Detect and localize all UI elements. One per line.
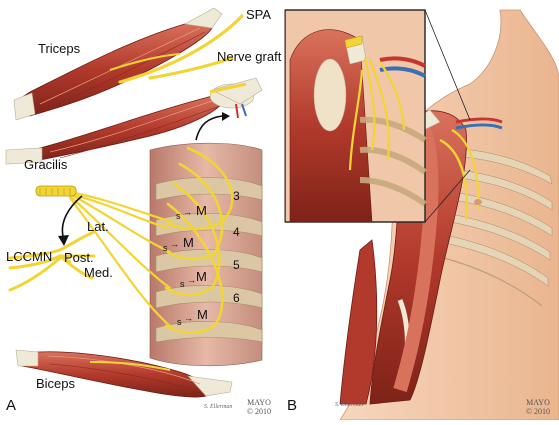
copyright-line: © 2010	[246, 407, 272, 416]
label-post: Post.	[64, 250, 94, 265]
sensory-marker: s	[163, 243, 168, 253]
deltoid-arm-muscle	[369, 110, 467, 405]
motor-marker: M	[196, 203, 207, 218]
transfer-arrow	[195, 115, 223, 141]
sensory-marker: s	[177, 317, 182, 327]
label-biceps: Biceps	[36, 376, 76, 391]
rib-number: 4	[233, 225, 240, 239]
motor-arrow: →	[184, 313, 193, 323]
rib-number: 6	[233, 291, 240, 305]
rib-number: 3	[233, 189, 240, 203]
panel-a	[5, 7, 263, 398]
panel-b	[284, 9, 559, 421]
label-triceps: Triceps	[38, 41, 81, 56]
arrow-head	[58, 235, 69, 246]
forearm-muscle	[339, 239, 378, 405]
biceps-muscle	[15, 349, 233, 398]
artist-signature: S. Ellerman	[335, 402, 364, 408]
copyright-line: MAYO	[526, 398, 550, 407]
rib-number: 5	[233, 258, 240, 272]
rib-cage	[149, 142, 263, 367]
spa-nerve	[118, 14, 244, 84]
copyright-a: MAYO © 2010	[244, 398, 274, 416]
label-lat: Lat.	[87, 219, 109, 234]
triceps-muscle	[13, 7, 223, 121]
artist-signature: S. Ellerman	[204, 404, 233, 410]
motor-marker: M	[197, 307, 208, 322]
motor-arrow: →	[187, 275, 196, 285]
inset-zoom	[284, 9, 427, 223]
obturator-nerve-bundle	[68, 190, 174, 328]
copyright-line: MAYO	[247, 398, 271, 407]
copyright-line: © 2010	[525, 407, 551, 416]
motor-arrow: →	[183, 207, 192, 217]
motor-arrow: →	[170, 239, 179, 249]
gracilis-muscle	[5, 77, 263, 165]
motor-marker: M	[183, 235, 194, 250]
motor-marker: M	[196, 269, 207, 284]
panel-letter-b: B	[287, 397, 298, 414]
sensory-marker: s	[176, 211, 181, 221]
sensory-marker: s	[180, 279, 185, 289]
label-lccmn: LCCMN	[6, 249, 53, 264]
zoom-line	[424, 169, 471, 223]
intercostal-nerves	[164, 146, 234, 335]
label-med: Med.	[84, 265, 113, 280]
arrow-head	[222, 112, 230, 121]
label-gracilis: Gracilis	[24, 157, 68, 172]
copyright-b: MAYO © 2010	[522, 398, 554, 416]
panel-letter-a: A	[6, 397, 17, 414]
transferred-gracilis	[393, 112, 439, 393]
label-nerve-graft: Nerve graft	[217, 49, 282, 64]
nerve-graft	[148, 56, 234, 80]
zoom-line	[424, 9, 471, 121]
lccmn-nerve	[8, 230, 96, 292]
label-spa: SPA	[246, 7, 272, 22]
